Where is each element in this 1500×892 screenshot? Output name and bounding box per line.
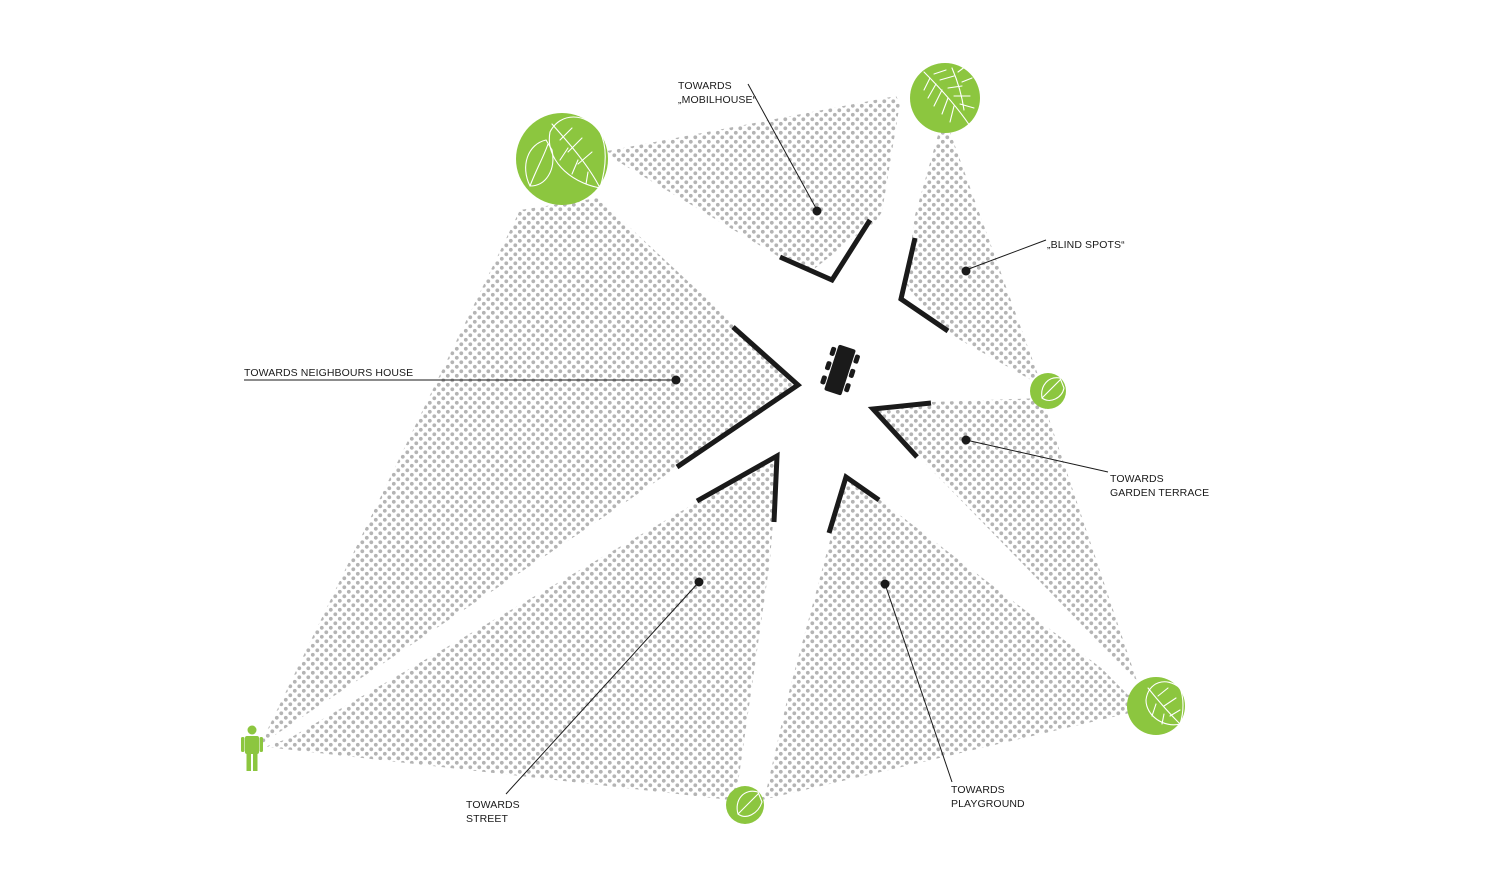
leaf-tree-icon [1127,677,1185,735]
cone-mobilhouse [602,96,900,282]
small-tree-icon [1030,373,1066,409]
label-street-line2: STREET [466,813,509,825]
wall-left [675,325,803,470]
label-mobilhouse-line2: „MOBILHOUSE“ [678,94,757,106]
label-mobilhouse-line1: TOWARDS [678,80,732,92]
leaders [244,83,1109,795]
label-blind-spots: „BLIND SPOTS“ [1047,239,1125,251]
label-garden-terrace: TOWARDS GARDEN TERRACE [1110,473,1209,499]
person-icon [241,725,263,771]
label-garden-terrace-line2: GARDEN TERRACE [1110,487,1209,499]
label-garden-terrace-line1: TOWARDS [1110,473,1164,485]
walls [675,218,950,534]
dining-table-icon [820,344,860,396]
label-neighbours-house: TOWARDS NEIGHBOURS HOUSE [244,367,413,379]
cone-neighbours-house [260,198,800,745]
small-tree-icon [726,786,764,824]
central-clearing [700,225,945,520]
beam-top-left-tree [590,180,800,330]
label-street: TOWARDS STREET [466,799,523,825]
label-blind-spots-line1: „BLIND SPOTS“ [1047,239,1125,251]
beam-bottom-tree [737,505,832,796]
wall-bottom-left [695,451,780,523]
wall-top-right [898,237,950,334]
beam-person [266,468,704,746]
palm-tree-icon [910,63,980,133]
label-mobilhouse: TOWARDS „MOBILHOUSE“ [678,80,757,106]
cone-street [266,456,778,800]
label-playground: TOWARDS PLAYGROUND [951,784,1025,810]
wall-top-left [778,218,873,284]
cone-playground [762,478,1134,800]
label-playground-line2: PLAYGROUND [951,798,1025,810]
cone-blind-spots [903,100,1042,392]
label-playground-line1: TOWARDS [951,784,1005,796]
beam-bottom-right-tree [875,440,1145,695]
wall-right [867,400,932,459]
wall-bottom-right [826,472,881,534]
label-street-line1: TOWARDS [466,799,520,811]
view-cones [260,96,1145,800]
beam-top-right-tree [878,108,944,250]
label-neighbours-house-line1: TOWARDS NEIGHBOURS HOUSE [244,367,413,379]
leaf-tree-icon [516,113,608,205]
